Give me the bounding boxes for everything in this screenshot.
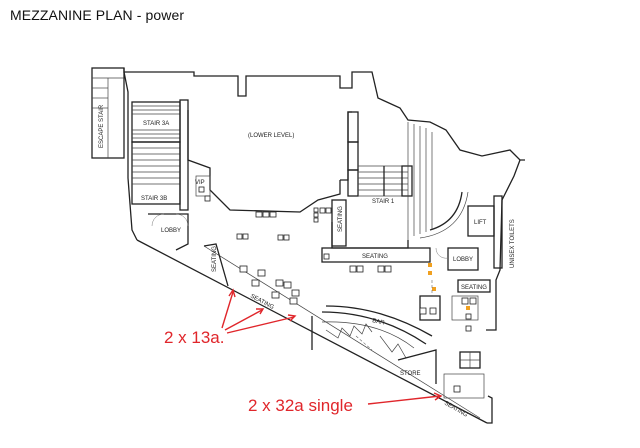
page-title: MEZZANINE PLAN - power (10, 7, 185, 23)
callout-32a: 2 x 32a single (248, 392, 443, 415)
lift-label: LIFT (474, 220, 487, 226)
seating-middle-label: SEATING (362, 254, 388, 260)
escape-stair-label: ESCAPE STAIR (99, 104, 105, 148)
building-outline (123, 68, 525, 424)
lobby-left-label: LOBBY (161, 228, 181, 234)
lift-block: LIFT UNISEX TOILETS (467, 195, 516, 269)
seating-vertical-left-label: SEATING (212, 246, 218, 272)
lower-level-void: (LOWER LEVEL) (187, 110, 359, 213)
stair-1-label: STAIR 1 (372, 199, 395, 205)
seating-middle: SEATING (321, 247, 431, 263)
callout-13a: 2 x 13a. (164, 288, 297, 347)
seating-vertical-mid: SEATING (331, 199, 347, 247)
stair-3b-block: STAIR 3B (131, 99, 189, 211)
power-outlets (236, 207, 477, 393)
highlight-markers (428, 263, 470, 310)
seating-right: SEATING (457, 279, 491, 293)
callout-32a-label: 2 x 32a single (248, 396, 353, 415)
lower-level-label: (LOWER LEVEL) (248, 133, 294, 139)
vip-block: VIP (195, 175, 211, 202)
lobby-left-block: LOBBY (148, 213, 189, 251)
stair-1-block: STAIR 1 (331, 122, 469, 249)
seating-vertical-mid-label: SEATING (338, 206, 344, 232)
store-block: STORE (397, 349, 437, 384)
seating-right-label: SEATING (461, 285, 487, 291)
stair-3a-block: STAIR 3A (131, 101, 181, 143)
escape-stair-block: ESCAPE STAIR (91, 67, 125, 159)
bar-block: BAR (311, 305, 433, 359)
stair-3b-label: STAIR 3B (141, 196, 167, 202)
bar-label: BAR (372, 318, 386, 327)
stair-3a-label: STAIR 3A (143, 121, 169, 127)
unisex-toilets-label: UNISEX TOILETS (510, 219, 516, 268)
callout-13a-label: 2 x 13a. (164, 328, 225, 347)
store-label: STORE (400, 371, 421, 377)
lobby-right-block: LOBBY (435, 247, 479, 271)
seating-vertical-left: SEATING (203, 243, 229, 287)
vip-label: VIP (195, 180, 205, 186)
lobby-right-label: LOBBY (453, 257, 473, 263)
